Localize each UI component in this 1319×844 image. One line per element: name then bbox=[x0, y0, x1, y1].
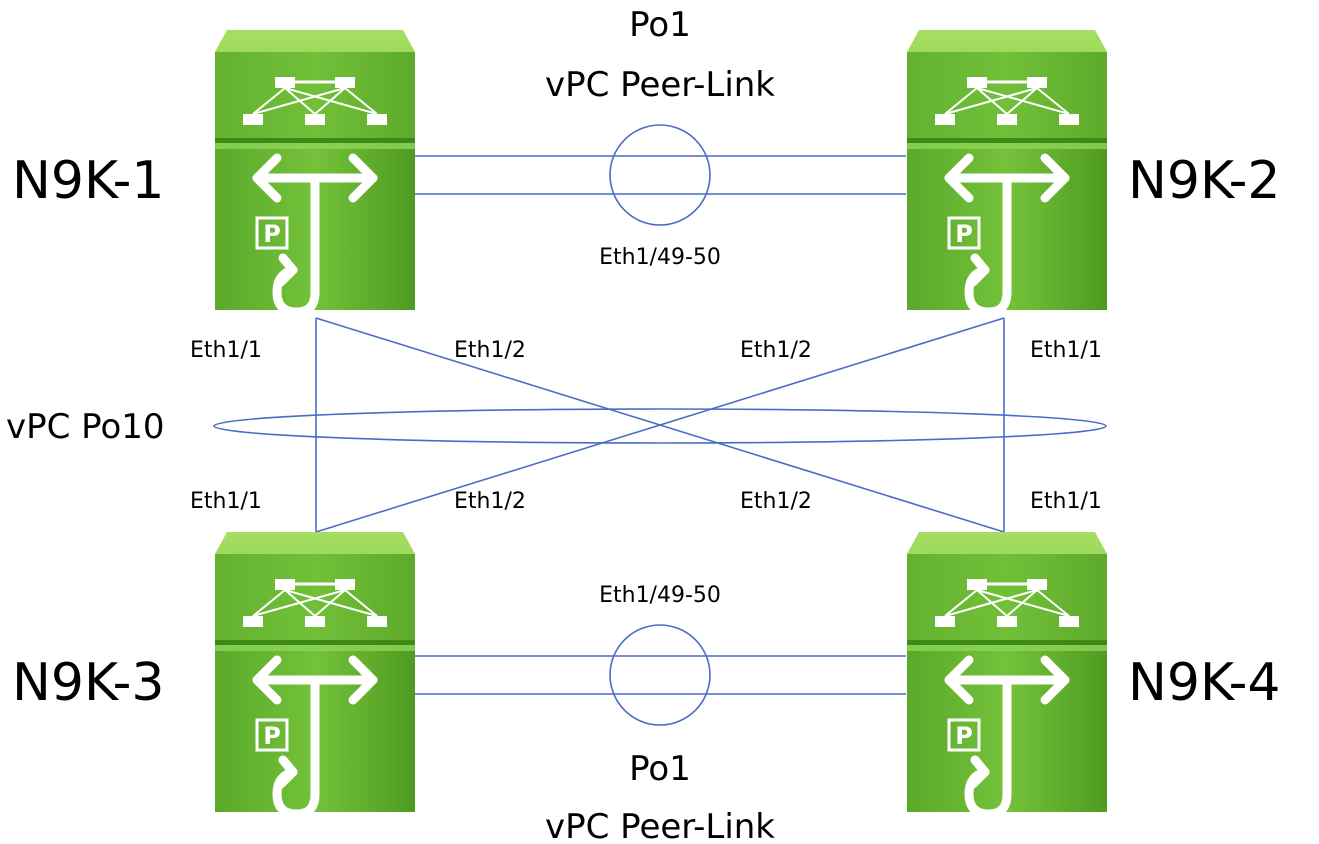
vpc-po10-label: vPC Po10 bbox=[6, 407, 165, 447]
port-label-n1-b: Eth1/2 bbox=[454, 338, 526, 363]
vpc-po10-bundle-icon bbox=[213, 408, 1107, 444]
port-label-n2-a: Eth1/1 bbox=[1030, 338, 1102, 363]
nexus-9000-switch-icon-n3 bbox=[215, 532, 415, 814]
nexus-9000-switch-icon-n1 bbox=[215, 30, 415, 312]
port-label-n2-b: Eth1/2 bbox=[740, 338, 812, 363]
peer-link-bottom-ports: Eth1/49-50 bbox=[599, 583, 721, 608]
nexus-9000-switch-icon-n4 bbox=[907, 532, 1107, 814]
peer-link-bottom-title: vPC Peer-Link bbox=[545, 807, 775, 844]
switch-label-n2: N9K-2 bbox=[1128, 151, 1280, 211]
peer-link-top-po: Po1 bbox=[629, 5, 691, 45]
peer-link-bottom-po: Po1 bbox=[629, 749, 691, 789]
peer-link-top-title: vPC Peer-Link bbox=[545, 65, 775, 105]
peer-link-top-ports: Eth1/49-50 bbox=[599, 245, 721, 270]
port-label-n3-b: Eth1/2 bbox=[454, 489, 526, 514]
peer-link-bottom-bundle-icon bbox=[609, 624, 711, 726]
switch-label-n3: N9K-3 bbox=[12, 653, 164, 713]
peer-link-top-bundle-icon bbox=[609, 124, 711, 226]
port-label-n3-a: Eth1/1 bbox=[190, 489, 262, 514]
port-label-n4-b: Eth1/2 bbox=[740, 489, 812, 514]
port-label-n1-a: Eth1/1 bbox=[190, 338, 262, 363]
port-label-n4-a: Eth1/1 bbox=[1030, 489, 1102, 514]
nexus-9000-switch-icon-n2 bbox=[907, 30, 1107, 312]
switch-label-n4: N9K-4 bbox=[1128, 653, 1280, 713]
switch-label-n1: N9K-1 bbox=[12, 151, 164, 211]
link-n2-n3 bbox=[315, 317, 1005, 533]
links bbox=[315, 155, 1005, 695]
